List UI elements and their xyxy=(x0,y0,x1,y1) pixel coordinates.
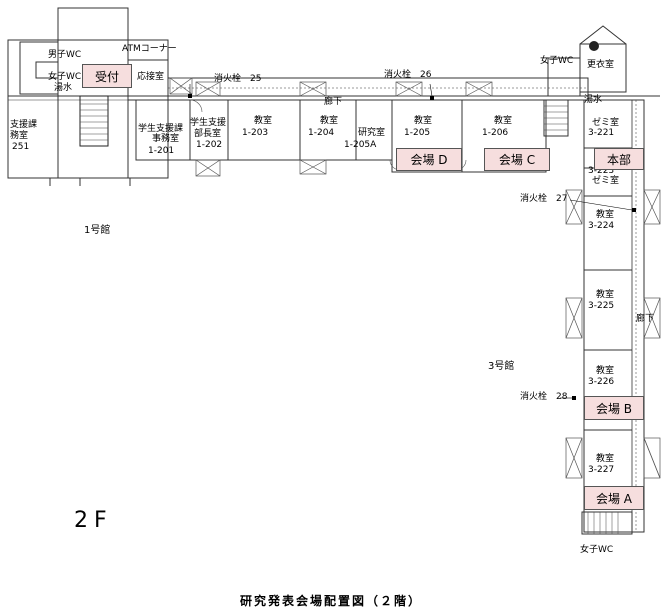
classroom-3-227-label: 教室 xyxy=(596,454,615,464)
room-1-204-label: 1-204 xyxy=(308,128,335,138)
room-3-227-label: 3-227 xyxy=(588,465,615,475)
student-office-label-a: 学生支援課 xyxy=(138,124,184,134)
venue-a-tag[interactable]: 会場 A xyxy=(584,486,644,510)
hydrant-25-label: 消火栓 25 xyxy=(214,74,262,84)
room-3-226-label: 3-226 xyxy=(588,377,615,387)
room-1-206-label: 1-206 xyxy=(482,128,509,138)
building-1-label: 1号館 xyxy=(84,225,111,236)
classroom-1-203-label: 教室 xyxy=(254,116,273,126)
stairs-south xyxy=(581,511,633,535)
room-1-201-label: 1-201 xyxy=(148,146,175,156)
water2-label: 湯水 xyxy=(584,95,603,105)
classroom-1-206-label: 教室 xyxy=(494,116,513,126)
student-head-label-a: 学生支援 xyxy=(190,118,227,128)
stairs-west xyxy=(79,95,109,147)
classroom-3-226-label: 教室 xyxy=(596,366,615,376)
classroom-1-205-label: 教室 xyxy=(414,116,433,126)
diagram-caption: 研究発表会場配置図（２階） xyxy=(239,594,422,608)
room-3-223-label: 3-223 xyxy=(588,166,615,176)
building1-tower xyxy=(57,7,129,179)
student-office-label-b: 事務室 xyxy=(152,134,180,144)
hydrant-28-label: 消火栓 28 xyxy=(520,392,568,402)
reception-room-label: 応接室 xyxy=(137,72,165,82)
headquarters-tag[interactable]: 本部 xyxy=(594,148,644,170)
room-1-205-label: 1-205 xyxy=(404,128,431,138)
support-sect-label: 支援課 xyxy=(10,120,38,130)
corridor-label-2: 廊下 xyxy=(636,314,655,324)
seminar-label-2: ゼミ室 xyxy=(592,176,620,186)
reception-tag[interactable]: 受付 xyxy=(82,64,132,88)
hydrant-26-label: 消火栓 26 xyxy=(384,70,432,80)
room-3-225-label: 3-225 xyxy=(588,301,615,311)
hydrant-26-marker xyxy=(430,96,434,100)
room-251-label: 251 xyxy=(12,142,30,152)
support-sect-room-label: 務室 xyxy=(10,131,29,141)
floor-label: 2F xyxy=(74,508,113,533)
venue-c-tag[interactable]: 会場 C xyxy=(484,148,550,171)
room-1-205a-label: 1-205A xyxy=(344,140,377,150)
student-head-label-b: 部長室 xyxy=(194,129,222,139)
building1-west-wing xyxy=(7,39,169,179)
venue-b-tag[interactable]: 会場 B xyxy=(584,396,644,420)
men-wc-label: 男子WC xyxy=(48,50,82,60)
hydrant-28-marker xyxy=(572,396,576,400)
women-wc-bottom-label: 女子WC xyxy=(580,545,614,555)
women-wc-top-label: 女子WC xyxy=(48,72,82,82)
room-1-203-label: 1-203 xyxy=(242,128,269,138)
changing-room-icon xyxy=(589,41,599,51)
changing-room-label: 更衣室 xyxy=(587,60,615,70)
classroom-1-204-label: 教室 xyxy=(320,116,339,126)
room-1-202-label: 1-202 xyxy=(196,140,223,150)
room-3-221-label: 3-221 xyxy=(588,128,615,138)
classroom-3-224-label: 教室 xyxy=(596,210,615,220)
hydrant-27-label: 消火栓 27 xyxy=(520,194,568,204)
atm-label: ATMコーナー xyxy=(122,44,177,54)
building-3-label: 3号館 xyxy=(488,361,515,372)
corridor-label: 廊下 xyxy=(324,97,343,107)
seminar-label-1: ゼミ室 xyxy=(592,118,620,128)
classroom-3-225-label: 教室 xyxy=(596,290,615,300)
hydrant-27-marker xyxy=(632,208,636,212)
hydrant-25-marker xyxy=(188,94,192,98)
women-wc-right-label: 女子WC xyxy=(540,56,574,66)
research-label: 研究室 xyxy=(358,128,386,138)
room-3-224-label: 3-224 xyxy=(588,221,615,231)
venue-d-tag[interactable]: 会場 D xyxy=(396,148,462,171)
water1-label: 湯水 xyxy=(54,83,73,93)
